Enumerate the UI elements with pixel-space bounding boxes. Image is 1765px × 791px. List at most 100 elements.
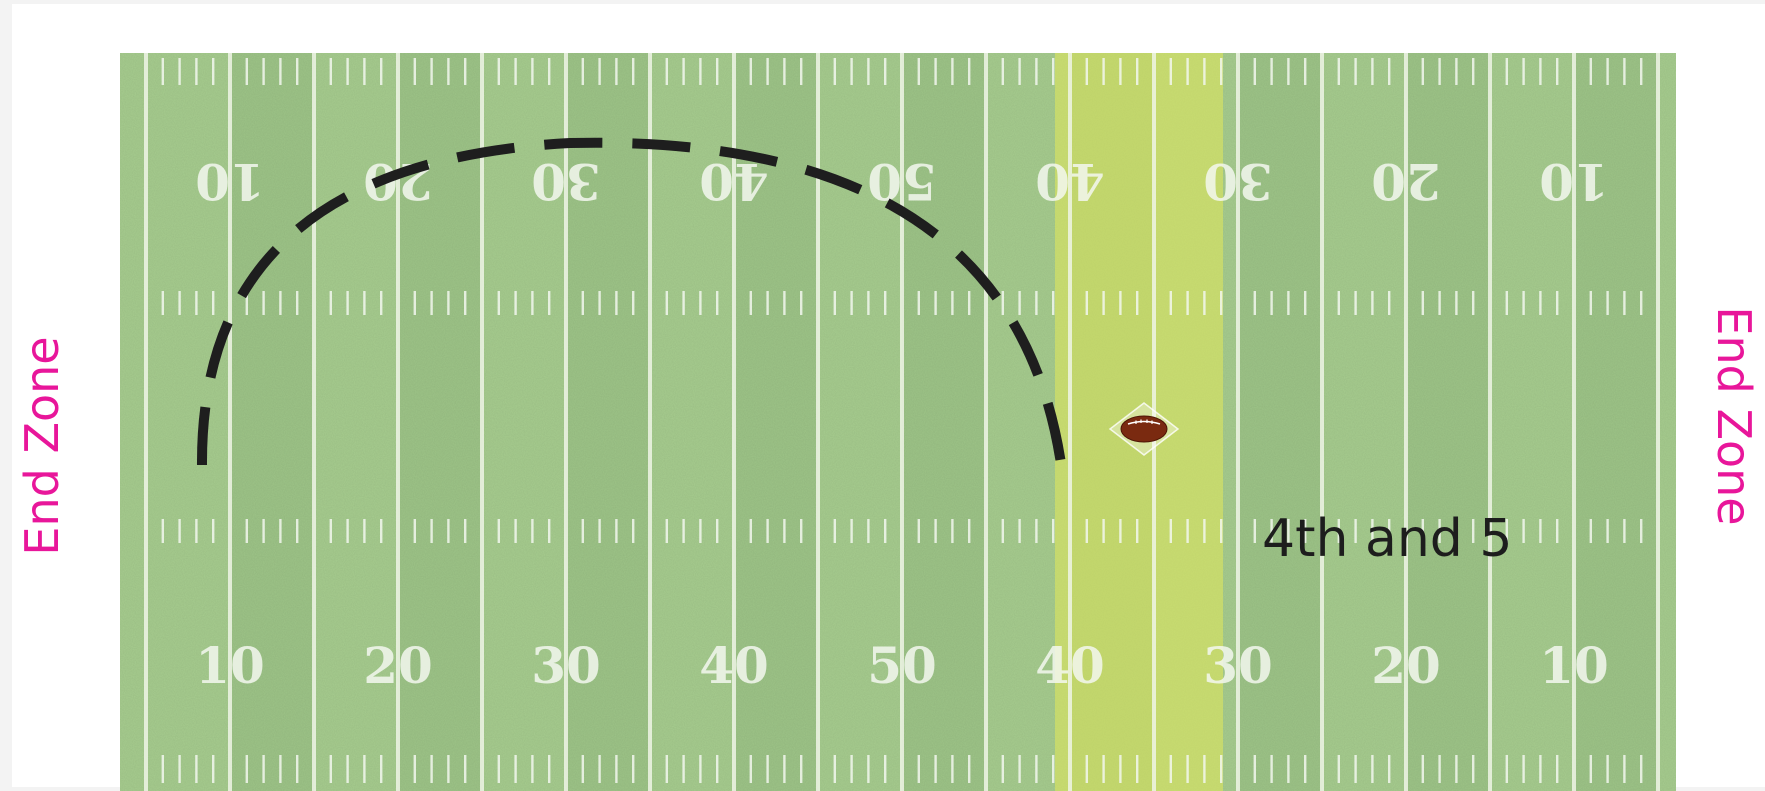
hash-mark	[1472, 755, 1474, 783]
hash-mark	[246, 519, 248, 543]
hash-mark	[716, 755, 718, 783]
hash-mark	[430, 58, 432, 85]
top-yard-number: 30	[531, 152, 601, 211]
hash-mark	[1170, 755, 1172, 783]
hash-mark	[1539, 291, 1541, 315]
hash-mark	[1203, 58, 1205, 85]
hash-mark	[850, 291, 852, 315]
hash-mark	[380, 58, 382, 85]
hash-mark	[447, 58, 449, 85]
hash-mark	[1522, 58, 1524, 85]
hash-mark	[834, 519, 836, 543]
hash-mark	[346, 58, 348, 85]
hash-mark	[1220, 519, 1222, 543]
hash-mark	[414, 291, 416, 315]
hash-mark	[1170, 519, 1172, 543]
hash-mark	[1287, 755, 1289, 783]
hash-mark	[1506, 755, 1508, 783]
hash-mark	[1102, 58, 1104, 85]
hash-mark	[1539, 519, 1541, 543]
hash-mark	[934, 519, 936, 543]
hash-mark	[246, 755, 248, 783]
hash-mark	[514, 291, 516, 315]
hash-mark	[1371, 58, 1373, 85]
hash-mark	[1338, 755, 1340, 783]
hash-mark	[1254, 58, 1256, 85]
hash-mark	[1136, 755, 1138, 783]
hash-mark	[1623, 291, 1625, 315]
hash-mark	[1254, 755, 1256, 783]
hash-mark	[934, 755, 936, 783]
hash-mark	[1606, 519, 1608, 543]
hash-mark	[1354, 291, 1356, 315]
hash-mark	[548, 755, 550, 783]
hash-mark	[699, 291, 701, 315]
hash-mark	[1052, 291, 1054, 315]
hash-mark	[766, 755, 768, 783]
hash-mark	[1640, 755, 1642, 783]
hash-mark	[1186, 58, 1188, 85]
hash-mark	[598, 519, 600, 543]
hash-mark	[1590, 291, 1592, 315]
hash-mark	[582, 519, 584, 543]
hash-mark	[1136, 291, 1138, 315]
hash-mark	[800, 58, 802, 85]
football-icon[interactable]	[1108, 401, 1180, 457]
hash-mark	[766, 58, 768, 85]
hash-mark	[951, 58, 953, 85]
hash-mark	[447, 755, 449, 783]
hash-mark	[1388, 58, 1390, 85]
hash-mark	[884, 519, 886, 543]
hash-mark	[918, 519, 920, 543]
hash-mark	[1186, 755, 1188, 783]
hash-mark	[800, 755, 802, 783]
hash-mark	[884, 755, 886, 783]
hash-mark	[598, 291, 600, 315]
hash-mark	[1086, 755, 1088, 783]
hash-mark	[1170, 58, 1172, 85]
hash-mark	[1136, 58, 1138, 85]
hash-mark	[498, 519, 500, 543]
hash-mark	[1422, 58, 1424, 85]
hash-mark	[514, 58, 516, 85]
hash-mark	[414, 519, 416, 543]
hash-mark	[1002, 58, 1004, 85]
hash-mark	[951, 755, 953, 783]
hash-mark	[867, 58, 869, 85]
hash-mark	[666, 755, 668, 783]
hash-mark	[296, 755, 298, 783]
hash-mark	[531, 291, 533, 315]
hash-mark	[1354, 58, 1356, 85]
down-and-distance-text: 4th and 5	[1262, 509, 1512, 569]
hash-mark	[464, 58, 466, 85]
hash-mark	[1438, 755, 1440, 783]
hash-mark	[1472, 291, 1474, 315]
hash-mark	[1220, 58, 1222, 85]
hash-mark	[447, 291, 449, 315]
hash-mark	[195, 519, 197, 543]
hash-mark	[1102, 291, 1104, 315]
hash-mark	[1052, 519, 1054, 543]
hash-mark	[968, 291, 970, 315]
hash-mark	[279, 58, 281, 85]
hash-mark	[1640, 58, 1642, 85]
hash-mark	[1388, 291, 1390, 315]
hash-mark	[380, 755, 382, 783]
bottom-yard-number: 20	[363, 636, 433, 695]
hash-mark	[682, 58, 684, 85]
hash-mark	[716, 291, 718, 315]
hash-mark	[1422, 755, 1424, 783]
hash-mark	[430, 519, 432, 543]
hash-mark	[682, 755, 684, 783]
hash-mark	[279, 519, 281, 543]
hash-mark	[1254, 519, 1256, 543]
hash-mark	[632, 755, 634, 783]
hash-mark	[246, 58, 248, 85]
hash-mark	[615, 755, 617, 783]
hash-mark	[1455, 58, 1457, 85]
hash-mark	[531, 58, 533, 85]
hash-mark	[1623, 58, 1625, 85]
hash-mark	[1119, 291, 1121, 315]
hash-mark	[279, 291, 281, 315]
hash-mark	[884, 291, 886, 315]
